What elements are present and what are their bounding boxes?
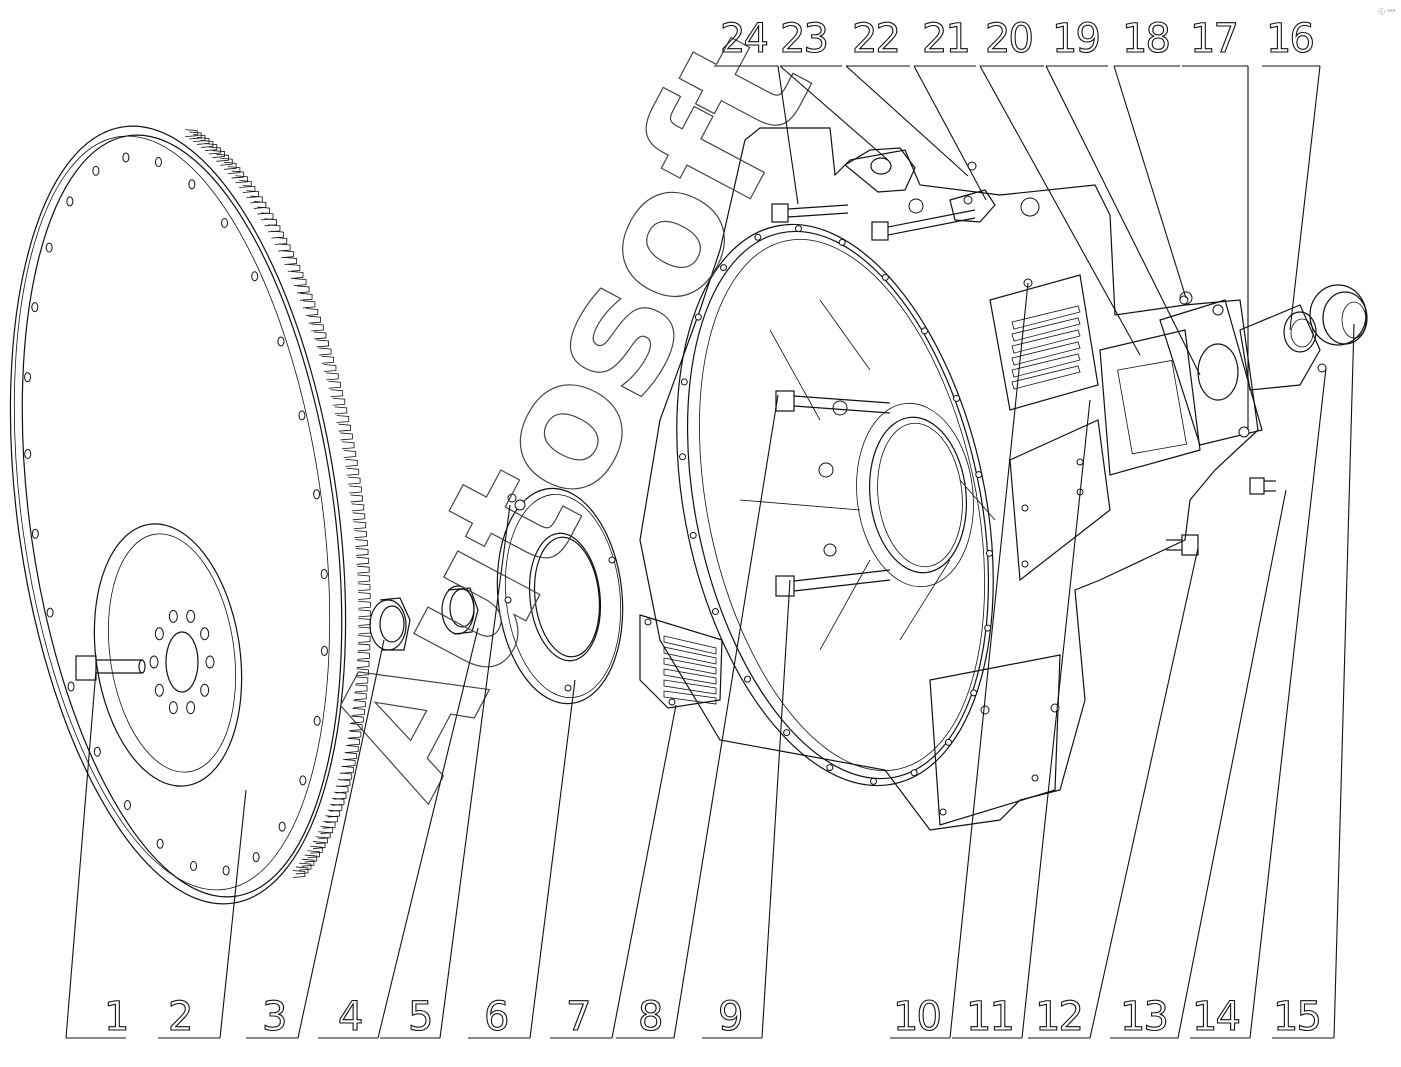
callout-10: 10 bbox=[890, 282, 1029, 1041]
callout-6: 6 bbox=[468, 679, 576, 1041]
leader-line bbox=[777, 65, 799, 205]
leader-line bbox=[65, 669, 97, 1039]
callout-label: 18 bbox=[1122, 16, 1169, 62]
callout-3: 3 bbox=[246, 639, 385, 1041]
louvre-cover bbox=[639, 614, 723, 709]
leader-line bbox=[949, 282, 1029, 1039]
callout-label: 20 bbox=[985, 16, 1032, 62]
callout-label: 21 bbox=[922, 16, 969, 62]
callout-19: 19 bbox=[1045, 15, 1201, 376]
callout-22: 22 bbox=[845, 15, 969, 177]
callout-21: 21 bbox=[913, 15, 987, 201]
callout-24: 24 bbox=[714, 15, 799, 205]
callout-label: 13 bbox=[1120, 994, 1167, 1040]
callout-label: 22 bbox=[852, 16, 899, 62]
callout-20: 20 bbox=[979, 15, 1141, 356]
callout-18: 18 bbox=[1113, 15, 1187, 299]
callout-15: 15 bbox=[1272, 323, 1355, 1041]
callout-2: 2 bbox=[158, 789, 247, 1041]
corner-mark: ⓒ ᵃᵃᵃ bbox=[1378, 8, 1396, 16]
callout-7: 7 bbox=[550, 704, 677, 1041]
callout-23: 23 bbox=[779, 15, 889, 161]
oil-seal bbox=[369, 597, 411, 651]
leader-line bbox=[1177, 489, 1287, 1039]
callout-12: 12 bbox=[1028, 547, 1199, 1041]
callout-label: 4 bbox=[338, 994, 362, 1040]
callout-label: 3 bbox=[262, 994, 285, 1040]
callout-label: 14 bbox=[1192, 994, 1239, 1040]
callout-label: 24 bbox=[720, 16, 767, 62]
housing-studs bbox=[771, 203, 976, 597]
callout-label: 8 bbox=[638, 994, 661, 1040]
leader-line bbox=[439, 504, 511, 1039]
callout-label: 2 bbox=[168, 994, 191, 1040]
leader-line bbox=[1021, 399, 1091, 1039]
callout-label: 16 bbox=[1266, 16, 1313, 62]
leader-line bbox=[1089, 547, 1199, 1039]
callout-8: 8 bbox=[616, 394, 779, 1041]
callout-label: 6 bbox=[484, 994, 507, 1040]
watermark: Autosoft bbox=[289, 4, 851, 824]
leader-line bbox=[1249, 367, 1327, 1039]
rear-cover-plate bbox=[496, 487, 624, 705]
leader-line bbox=[913, 65, 987, 201]
callout-14: 14 bbox=[1190, 367, 1327, 1041]
callout-label: 17 bbox=[1190, 16, 1237, 62]
callout-16: 16 bbox=[1262, 15, 1321, 331]
leader-line bbox=[611, 704, 677, 1039]
callout-label: 1 bbox=[104, 994, 127, 1040]
callout-5: 5 bbox=[380, 504, 511, 1041]
leader-line bbox=[845, 65, 969, 177]
callout-4: 4 bbox=[318, 627, 479, 1041]
flywheel bbox=[9, 125, 371, 905]
callout-label: 9 bbox=[718, 994, 741, 1040]
callout-9: 9 bbox=[702, 579, 791, 1041]
leader-line bbox=[529, 679, 576, 1039]
leader-line bbox=[1113, 65, 1187, 299]
callout-label: 10 bbox=[893, 994, 940, 1040]
callout-13: 13 bbox=[1110, 489, 1287, 1041]
leader-line bbox=[297, 639, 385, 1039]
leader-line bbox=[779, 65, 889, 161]
callout-label: 7 bbox=[566, 994, 589, 1040]
leader-line bbox=[761, 579, 791, 1039]
callout-1: 1 bbox=[65, 669, 130, 1041]
callout-11: 11 bbox=[952, 399, 1091, 1041]
leader-line bbox=[1289, 65, 1321, 331]
callout-17: 17 bbox=[1182, 15, 1249, 430]
small-bolt-14 bbox=[1249, 477, 1276, 495]
leader-line bbox=[1333, 323, 1355, 1039]
flywheel-bolt bbox=[75, 655, 146, 681]
callout-label: 15 bbox=[1273, 994, 1320, 1040]
wear-ring bbox=[441, 585, 479, 635]
callout-label: 19 bbox=[1052, 16, 1099, 62]
filler-cap bbox=[1309, 284, 1368, 346]
leader-line bbox=[979, 65, 1141, 356]
leader-line bbox=[673, 394, 779, 1039]
leader-line bbox=[219, 789, 247, 1039]
leader-line bbox=[377, 627, 479, 1039]
ring-gear-teeth bbox=[185, 129, 371, 878]
leader-line bbox=[1045, 65, 1201, 376]
callout-label: 5 bbox=[408, 994, 431, 1040]
callout-label: 12 bbox=[1035, 994, 1082, 1040]
callout-label: 11 bbox=[966, 994, 1013, 1040]
callout-label: 23 bbox=[780, 16, 827, 62]
